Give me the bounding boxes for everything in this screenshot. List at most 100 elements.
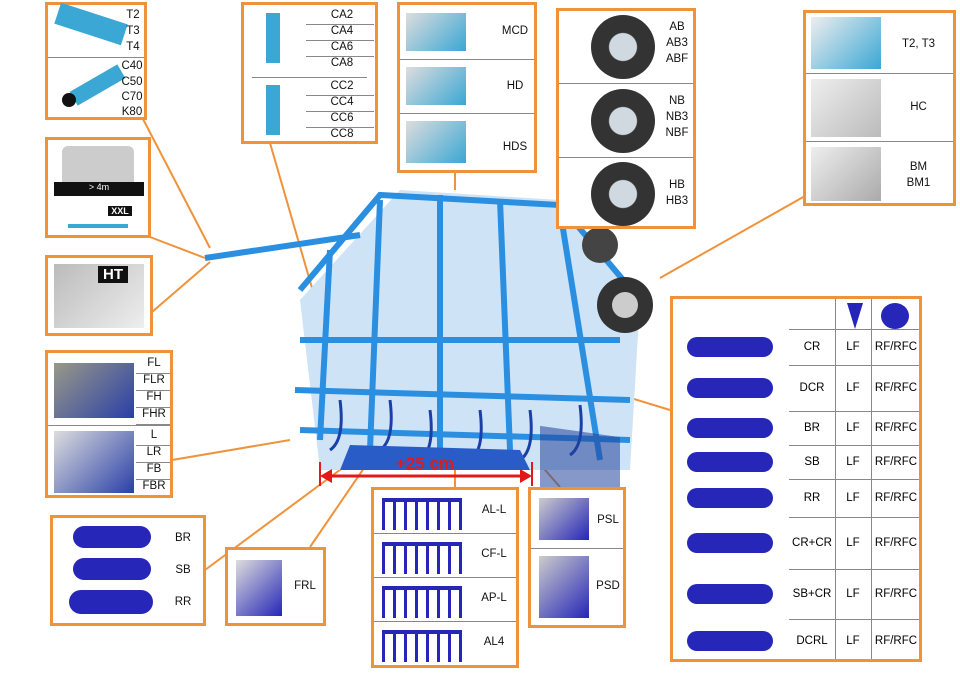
option-label: LR bbox=[146, 446, 162, 458]
option-label: L bbox=[150, 429, 158, 441]
option-label: C70 bbox=[121, 91, 143, 103]
option-label: SB+CR bbox=[792, 588, 832, 600]
option-label: LF bbox=[846, 634, 860, 647]
width-label: > 4m bbox=[88, 182, 110, 192]
option-label: MCD bbox=[501, 25, 529, 37]
bm-image bbox=[811, 147, 881, 201]
option-label: FHR bbox=[142, 408, 166, 420]
rear-options-box: T2, T3 HC BM BM1 bbox=[803, 10, 956, 206]
option-label: BR bbox=[175, 532, 191, 544]
hd-image bbox=[406, 67, 466, 105]
option-label: FLR bbox=[143, 374, 165, 386]
roller-rr-image bbox=[69, 590, 153, 614]
option-label: AL-L bbox=[481, 504, 507, 516]
psd-image bbox=[539, 556, 589, 618]
option-label: CF-L bbox=[481, 548, 507, 560]
option-label: SB bbox=[175, 564, 191, 576]
option-label: BM1 bbox=[906, 177, 931, 189]
front-tools-box: FL FLR FH FHR L LR FB FBR bbox=[45, 350, 173, 498]
tine-types-box: AL-L CF-L AP-L AL4 bbox=[371, 487, 519, 668]
option-label: FH bbox=[146, 391, 162, 403]
roller-dcrl-image bbox=[687, 630, 773, 651]
option-label: LF bbox=[846, 422, 860, 434]
roller-dcr-image bbox=[687, 378, 773, 398]
roller-cr+cr-image bbox=[687, 533, 773, 553]
l-image bbox=[54, 431, 134, 493]
tine-cf-l-image bbox=[382, 542, 462, 574]
option-label: NB3 bbox=[665, 111, 689, 123]
option-label: HB bbox=[669, 179, 685, 191]
roller-br-image bbox=[73, 526, 151, 548]
option-label: CA8 bbox=[330, 57, 354, 69]
option-label: FRL bbox=[294, 580, 316, 592]
option-label: LF bbox=[846, 456, 860, 468]
xxl-box: > 4m XXL bbox=[45, 137, 151, 238]
xxl-badge: XXL bbox=[108, 206, 132, 216]
option-label: CR+CR bbox=[792, 537, 832, 549]
option-label: CC4 bbox=[330, 96, 354, 108]
option-label: LF bbox=[846, 382, 860, 394]
option-label: SB bbox=[804, 456, 820, 468]
width-extension-label: +25 cm bbox=[395, 454, 455, 473]
option-label: CC8 bbox=[330, 128, 354, 140]
ht-badge: HT bbox=[98, 266, 128, 283]
option-label: AP-L bbox=[481, 592, 507, 604]
frl-image bbox=[236, 560, 282, 616]
depth-control-box: MCD HD HDS bbox=[397, 2, 537, 173]
option-label: RF/RFC bbox=[874, 537, 918, 549]
option-label: PSD bbox=[596, 580, 620, 592]
option-label: CC2 bbox=[330, 80, 354, 92]
option-label: T4 bbox=[126, 41, 140, 53]
ball-hitch-icon bbox=[62, 93, 76, 107]
roller-cr-image bbox=[687, 337, 773, 357]
option-label: RF/RFC bbox=[874, 422, 918, 434]
option-label: FB bbox=[146, 463, 162, 475]
rf-scraper-icon bbox=[881, 303, 909, 329]
option-label: CR bbox=[803, 341, 821, 353]
option-label: RF/RFC bbox=[874, 456, 918, 468]
option-label: CA6 bbox=[330, 41, 354, 53]
roller-sb+cr-image bbox=[687, 584, 773, 604]
option-label: AB3 bbox=[666, 37, 688, 49]
option-label: FL bbox=[147, 357, 161, 369]
t2-t3-image bbox=[811, 17, 881, 69]
option-label: RF/RFC bbox=[874, 634, 918, 647]
option-label: FBR bbox=[142, 480, 166, 492]
option-label: AB bbox=[669, 21, 685, 33]
option-label: DCRL bbox=[796, 634, 828, 647]
wheel-ab-image bbox=[591, 15, 655, 79]
tine-ap-l-image bbox=[382, 586, 462, 618]
option-label: HB3 bbox=[665, 195, 689, 207]
option-label: K80 bbox=[121, 106, 143, 118]
roller-br-image bbox=[687, 418, 773, 438]
option-label: BR bbox=[804, 422, 820, 434]
tine-al-l-image bbox=[382, 498, 462, 530]
roller-sb-image bbox=[687, 452, 773, 472]
option-label: HD bbox=[506, 80, 524, 92]
fl-image bbox=[54, 363, 134, 418]
wheel-nb-image bbox=[591, 89, 655, 153]
width-arrow-icon bbox=[54, 182, 144, 196]
roller-sb-image bbox=[73, 558, 151, 580]
option-label: NB bbox=[669, 95, 685, 107]
option-label: NBF bbox=[665, 127, 689, 139]
roller-rr-image bbox=[687, 488, 773, 508]
option-label: RR bbox=[174, 596, 192, 608]
option-label: LF bbox=[846, 588, 860, 600]
wheel-hb-image bbox=[591, 162, 655, 226]
option-label: AL4 bbox=[483, 636, 505, 648]
option-label: LF bbox=[846, 492, 860, 504]
hc-image bbox=[811, 79, 881, 137]
option-label: LF bbox=[846, 537, 860, 549]
harrow-box: PSL PSD bbox=[528, 487, 626, 628]
option-label: CC6 bbox=[330, 112, 354, 124]
option-label: C50 bbox=[121, 76, 143, 88]
option-label: RF/RFC bbox=[874, 341, 918, 353]
option-label: RF/RFC bbox=[874, 492, 918, 504]
option-label: T3 bbox=[126, 25, 140, 37]
option-label: RF/RFC bbox=[874, 588, 918, 600]
lf-scraper-icon bbox=[847, 303, 863, 329]
